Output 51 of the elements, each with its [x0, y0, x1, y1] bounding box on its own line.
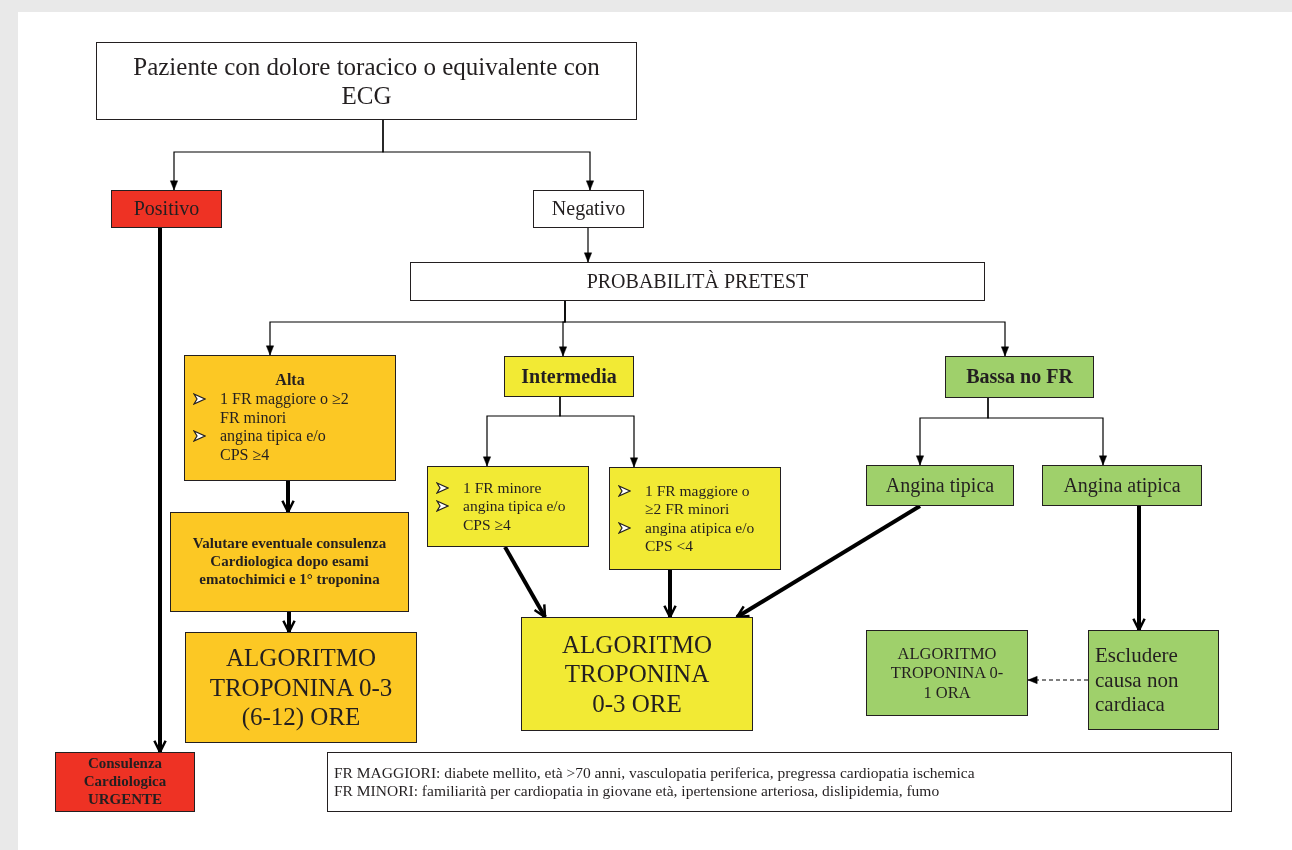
criteria-text: angina tipica e/o CPS ≥4 [463, 497, 567, 534]
process-box [1088, 630, 1219, 730]
arrow [1027, 676, 1089, 684]
arrow [663, 570, 677, 619]
arrow [584, 227, 592, 263]
node-text: PROBABILITÀ PRETEST [586, 269, 809, 294]
heading-text: Bassa no FR [966, 365, 1073, 389]
category-box [184, 355, 396, 481]
node-text: ALGORITMO TROPONINA 0-3 ORE [561, 629, 713, 719]
node-text: FR MINORI: familiarità per cardiopatia in giovane età, ipertensione arteriosa, dislipidemia, fumo [334, 782, 940, 801]
outcome-box [185, 632, 417, 743]
arrow [503, 546, 547, 619]
result-box [111, 190, 222, 228]
arrow [382, 119, 594, 191]
process-box [1042, 465, 1202, 506]
node-text: Positivo [133, 197, 200, 221]
outcome-box [521, 617, 753, 731]
criteria-box [427, 466, 589, 547]
node-text: Angina tipica [885, 473, 995, 498]
outcome-box [55, 752, 195, 812]
arrow [153, 228, 167, 754]
note-box [327, 752, 1232, 812]
category-box [504, 356, 634, 397]
category-box [945, 356, 1094, 398]
process-box [866, 465, 1014, 506]
criteria-text: 1 FR minore [463, 479, 542, 498]
node-text: FR MAGGIORI: diabete mellito, età >70 anni, vasculopatia periferica, pregressa cardiopatia ischemica [334, 763, 975, 782]
process-box [410, 262, 985, 301]
arrow [1132, 506, 1146, 632]
outcome-box [866, 630, 1028, 716]
start-box [96, 42, 637, 120]
node-text: Angina atipica [1063, 473, 1181, 498]
heading-text: Valutare eventuale consulenza Cardiologica dopo esami ematochimici e 1° troponina [191, 535, 388, 589]
node-text: ALGORITMO TROPONINA 0-1 ORA [889, 643, 1005, 703]
arrow [281, 481, 295, 514]
node-text: Negativo [551, 197, 626, 221]
criteria-text: angina atipica e/o CPS <4 [645, 518, 756, 556]
process-box [170, 512, 409, 612]
heading-text: Intermedia [521, 364, 617, 389]
node-text: Escludere causa non cardiaca [1095, 642, 1180, 718]
arrow [735, 504, 922, 619]
arrow [564, 300, 1009, 357]
criteria-box [609, 467, 781, 570]
node-text: Paziente con dolore toracico o equivalente con ECG [132, 51, 601, 111]
result-box [533, 190, 644, 228]
node-text: ALGORITMO TROPONINA 0-3 (6-12) ORE [208, 643, 394, 732]
arrow [559, 396, 638, 468]
heading-text: Alta [275, 370, 305, 390]
arrow [282, 612, 296, 634]
criteria-text: angina tipica e/o CPS ≥4 [220, 427, 327, 466]
heading-text: Consulenza Cardiologica URGENTE [82, 755, 168, 809]
